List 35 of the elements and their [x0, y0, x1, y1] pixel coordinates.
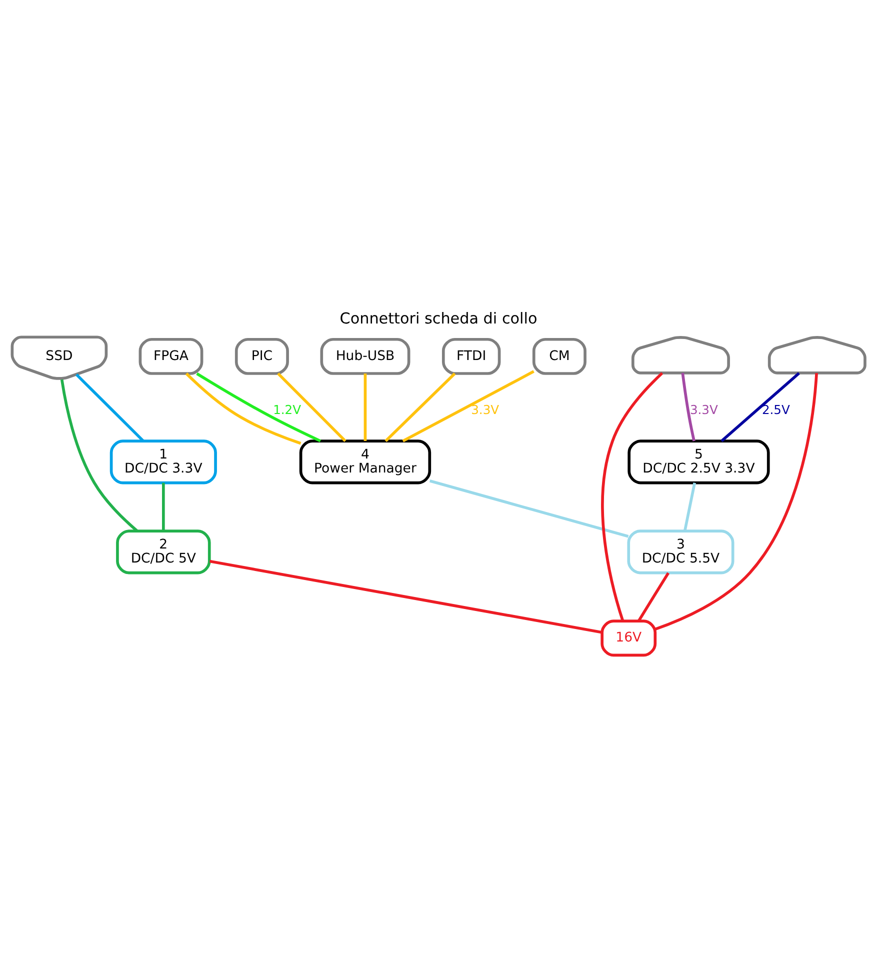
node-box: CM	[532, 338, 586, 375]
edge-label: 3.3V	[690, 402, 718, 417]
node-box: 1 DC/DC 3.3V	[110, 440, 217, 484]
diagram-title: Connettori scheda di collo	[340, 310, 538, 328]
connector	[601, 372, 664, 622]
connector	[60, 379, 138, 532]
edge-label: 3.3V	[471, 402, 500, 417]
node-box: 16V	[600, 620, 657, 657]
edge-label: 2.5V	[762, 402, 790, 417]
connector	[654, 372, 818, 630]
connector	[162, 482, 165, 531]
connector	[429, 480, 629, 538]
node-box: 5 DC/DC 2.5V 3.3V	[628, 440, 770, 484]
connector	[637, 572, 670, 622]
node-box: FPGA	[138, 338, 204, 375]
node-arrow	[768, 336, 866, 374]
connector	[681, 372, 696, 442]
node-box: 3 DC/DC 5.5V	[627, 530, 734, 574]
connector	[402, 370, 534, 442]
node-arrow	[631, 336, 730, 374]
connector	[683, 482, 696, 532]
connector	[185, 372, 302, 445]
edge-label: 1.2V	[273, 402, 302, 417]
node-box: Hub-USB	[320, 338, 410, 375]
node-box: PIC	[234, 338, 289, 375]
connector	[384, 372, 456, 442]
connector	[75, 374, 144, 442]
connector	[277, 372, 346, 442]
node-box: 4 Power Manager	[299, 440, 432, 484]
connector	[209, 560, 602, 634]
connector	[364, 374, 367, 441]
node-box: 2 DC/DC 5V	[116, 530, 211, 574]
connector	[720, 372, 800, 442]
connector	[196, 372, 321, 442]
node-box: FTDI	[442, 338, 501, 375]
